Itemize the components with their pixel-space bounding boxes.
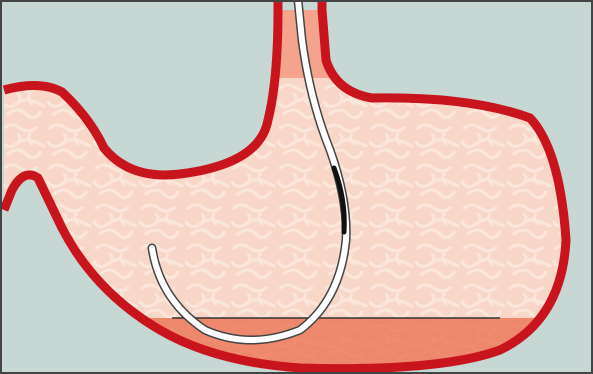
stomach-diagram — [0, 0, 593, 374]
stomach-illustration — [0, 0, 593, 374]
